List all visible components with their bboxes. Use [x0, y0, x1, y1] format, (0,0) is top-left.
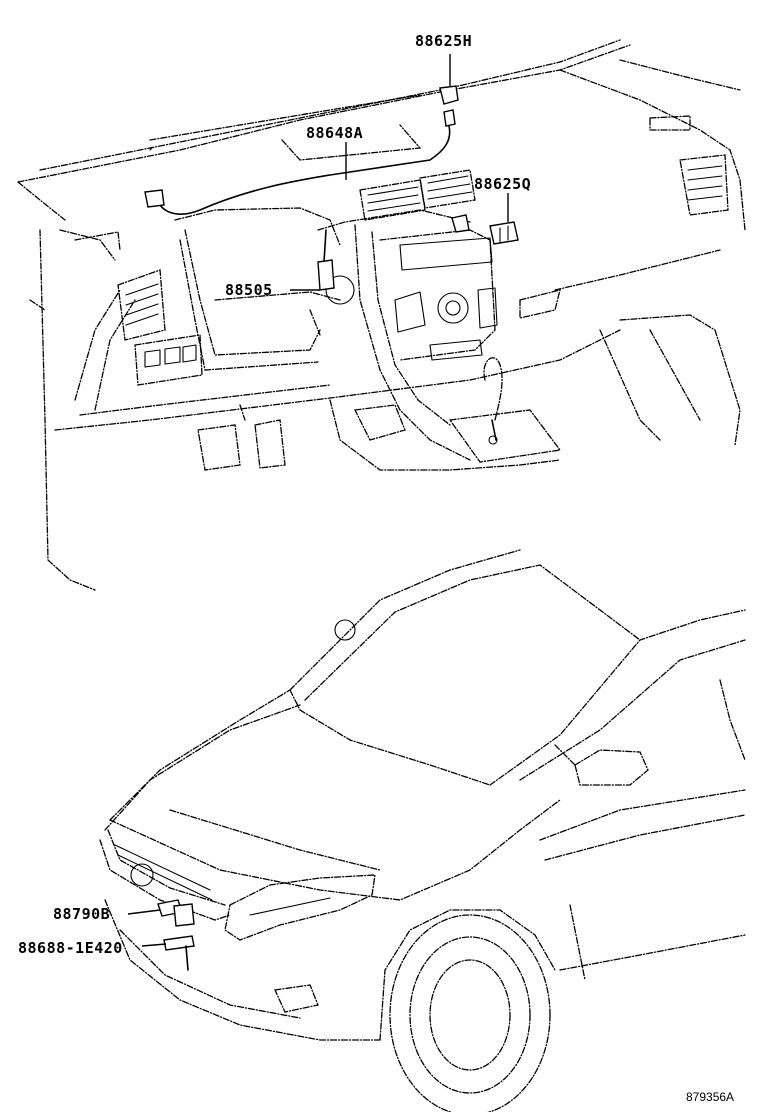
part-label-88790b[interactable]: 88790B	[53, 905, 111, 923]
part-label-88625h[interactable]: 88625H	[415, 32, 473, 50]
car-illustration	[99, 549, 746, 1112]
part-label-88688-1e420[interactable]: 88688-1E420	[18, 939, 123, 957]
part-label-88505[interactable]: 88505	[225, 281, 273, 299]
leader-lines	[127, 54, 509, 947]
leader-88790b	[127, 909, 161, 915]
leader-88688	[141, 943, 167, 947]
dashboard-illustration	[17, 39, 746, 591]
part-label-88625q[interactable]: 88625Q	[474, 175, 532, 193]
part-label-88648a[interactable]: 88648A	[306, 124, 364, 142]
drawing-code: 879356A	[686, 1090, 735, 1104]
